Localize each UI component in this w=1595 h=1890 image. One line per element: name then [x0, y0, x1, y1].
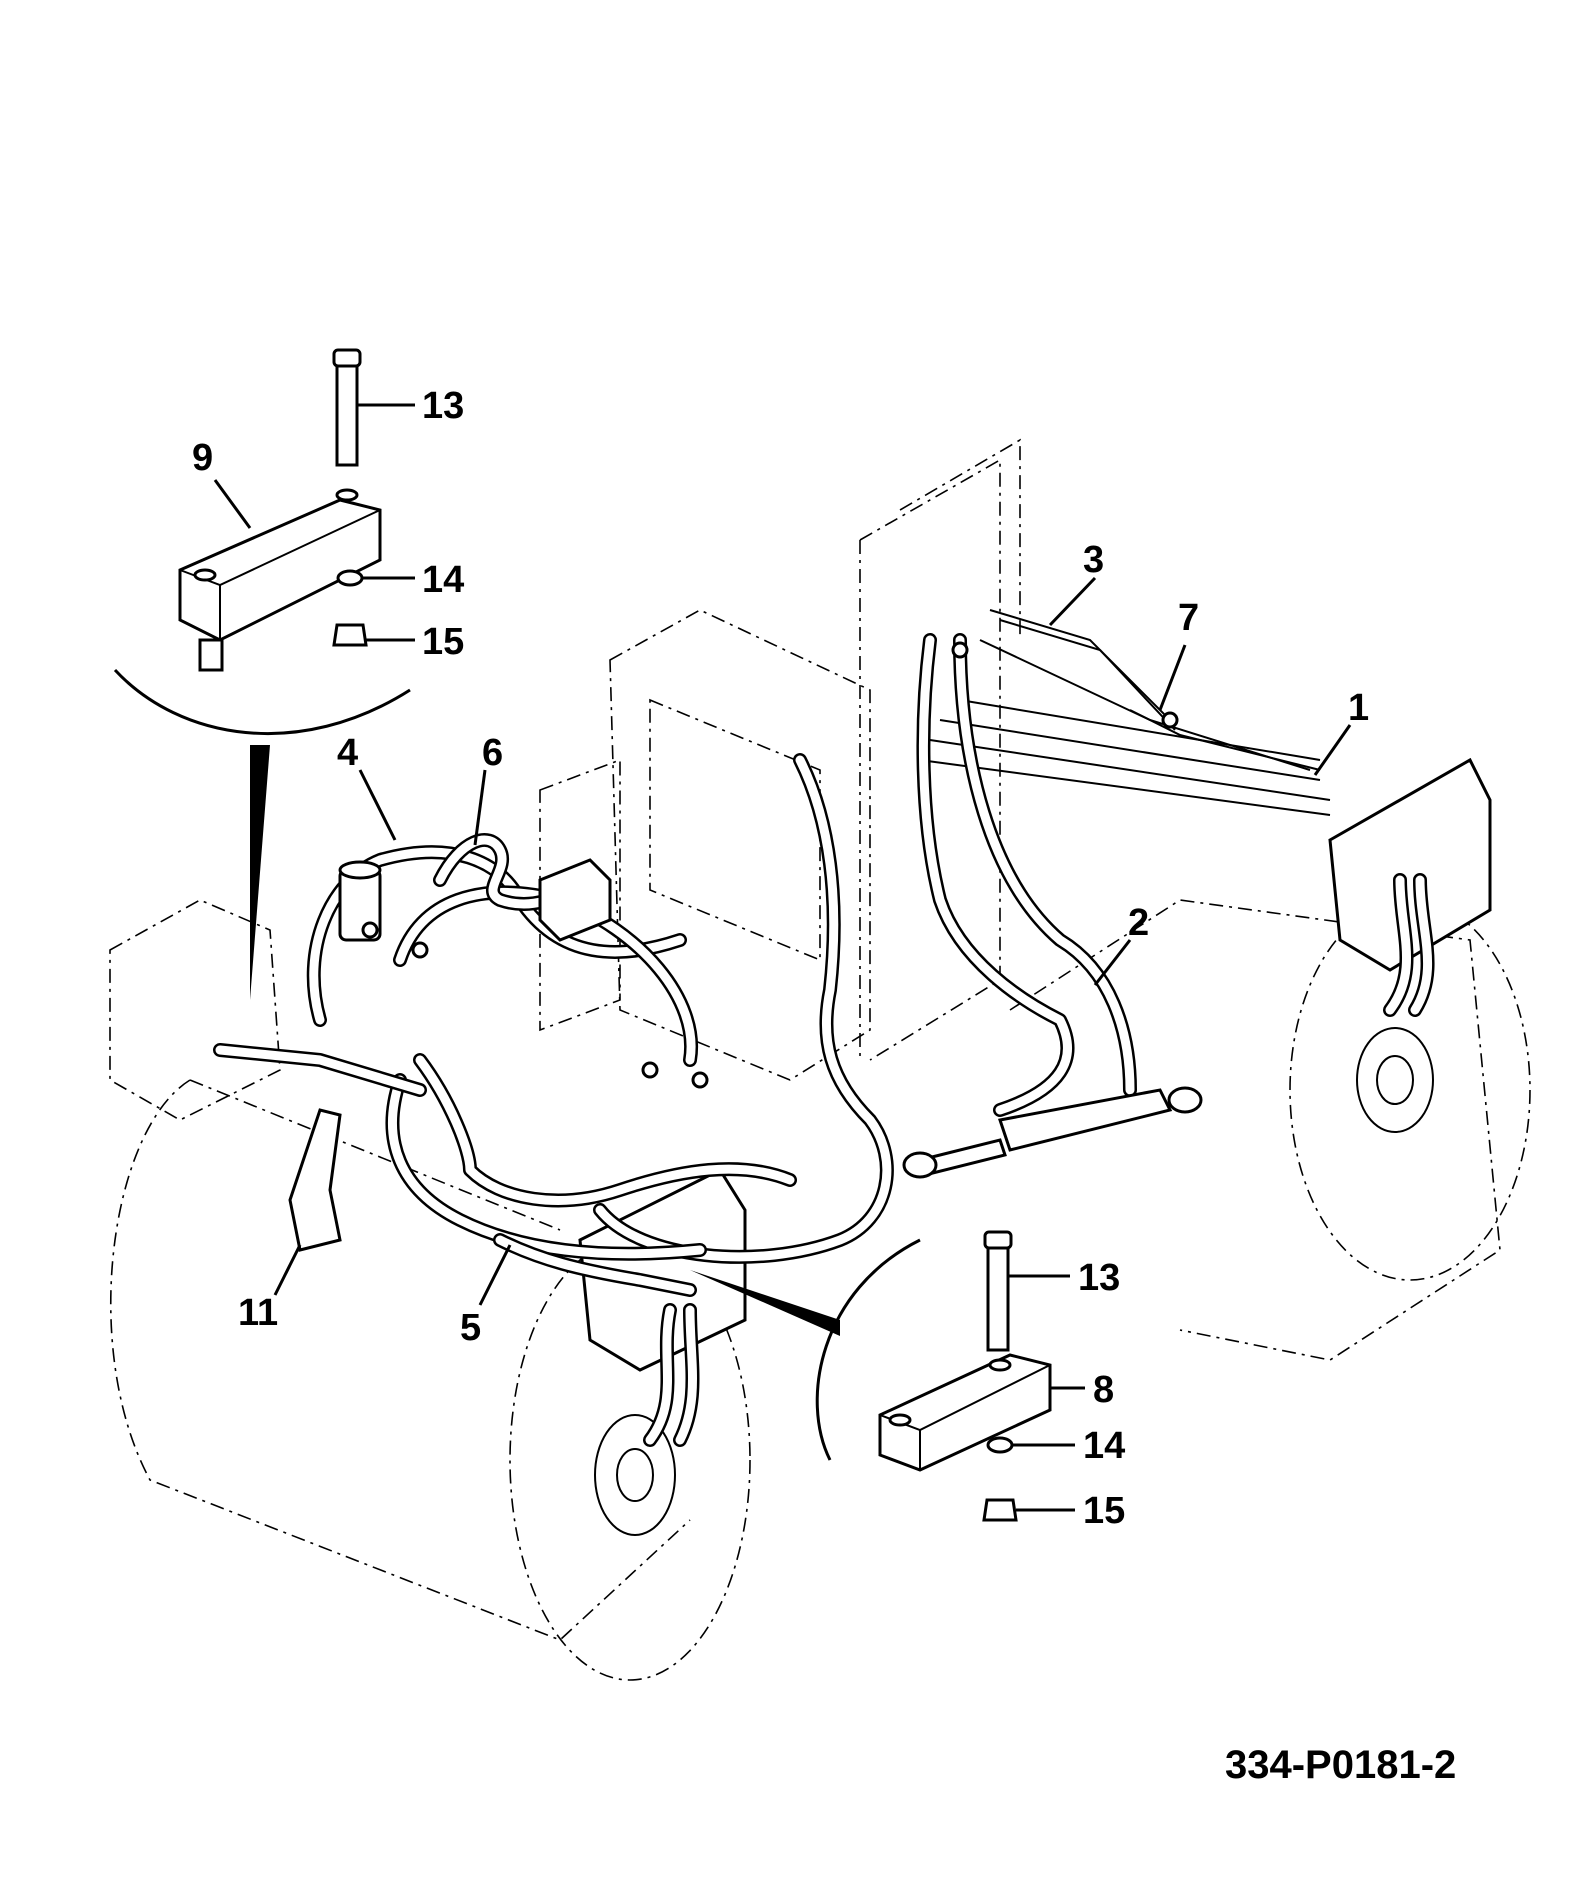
callout-15-top: 15 — [422, 621, 464, 663]
detail-arc — [113, 668, 411, 736]
callout-15-bottom: 15 — [1083, 1490, 1125, 1532]
components — [288, 641, 1203, 1252]
callout-11: 11 — [238, 1292, 278, 1334]
callout-9: 9 — [192, 437, 213, 479]
hose-bundle — [213, 609, 1435, 1447]
bracket-11 — [288, 1108, 342, 1252]
callout-4: 4 — [337, 732, 358, 774]
drawing-code: 334-P0181-2 — [1225, 1743, 1456, 1787]
clamp-detail-bottom — [690, 1230, 1085, 1522]
callout-14-bottom: 14 — [1083, 1425, 1125, 1467]
leader-lines — [273, 576, 1352, 1306]
callout-14-top: 14 — [422, 559, 464, 601]
callout-labels: 1 2 3 4 5 6 7 8 9 11 13 14 15 13 14 15 — [192, 385, 1369, 1532]
washer-14-top — [336, 569, 364, 587]
callout-13-bottom: 13 — [1078, 1257, 1120, 1299]
callout-7: 7 — [1178, 597, 1199, 639]
steering-cylinder — [998, 1088, 1173, 1152]
callout-2: 2 — [1128, 902, 1149, 944]
clamp-detail-top — [113, 348, 415, 1000]
washer-14-bottom — [986, 1436, 1014, 1454]
rear-roller — [1009, 899, 1531, 1361]
nut-15-top — [332, 623, 368, 647]
machine-frame — [109, 438, 1492, 1372]
nut-15-bottom — [982, 1498, 1018, 1522]
callout-5: 5 — [460, 1307, 481, 1349]
bolt-13-bottom — [986, 1238, 1010, 1352]
callout-1: 1 — [1348, 687, 1369, 729]
callout-3: 3 — [1083, 539, 1104, 581]
callout-13-top: 13 — [422, 385, 464, 427]
callout-6: 6 — [482, 732, 503, 774]
callout-8: 8 — [1093, 1369, 1114, 1411]
clamp-8 — [878, 1353, 1052, 1472]
front-roller — [110, 1079, 751, 1681]
bolt-13-top — [335, 353, 359, 467]
detail-pointer — [250, 745, 270, 1000]
pump-unit — [538, 858, 612, 942]
